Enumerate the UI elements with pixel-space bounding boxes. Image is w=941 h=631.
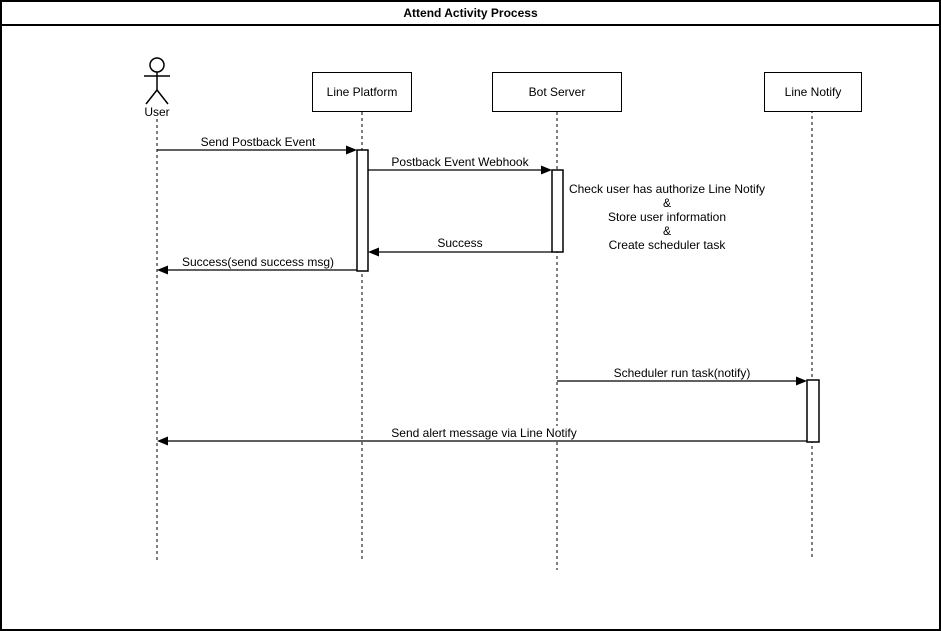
arrow-scheduler-run-task	[557, 376, 807, 386]
message-label-postback-event-webhook: Postback Event Webhook	[389, 155, 531, 169]
actor-user-icon	[144, 57, 170, 105]
note-bot-server-actions: Check user has authorize Line Notify & S…	[557, 182, 777, 252]
participant-box-line-notify: Line Notify	[764, 72, 862, 112]
message-label-success: Success	[435, 236, 485, 250]
diagram-title-bar: Attend Activity Process	[2, 2, 939, 26]
message-label-scheduler-run-task: Scheduler run task(notify)	[611, 366, 753, 380]
participant-label-line-platform: Line Platform	[326, 85, 398, 99]
message-label-send-alert-message: Send alert message via Line Notify	[389, 426, 579, 440]
note-line-1: Check user has authorize Line Notify	[568, 182, 766, 196]
arrow-send-postback-event	[157, 145, 357, 155]
arrow-success-send-success-msg	[157, 265, 357, 275]
activation-line-notify	[806, 379, 820, 443]
arrow-success	[368, 247, 552, 257]
note-line-3: Store user information	[607, 210, 727, 224]
message-label-send-postback-event: Send Postback Event	[198, 135, 318, 149]
note-line-2: &	[662, 196, 671, 210]
participant-label-line-notify: Line Notify	[784, 85, 842, 99]
participant-box-bot-server: Bot Server	[492, 72, 622, 112]
participant-label-bot-server: Bot Server	[528, 85, 586, 99]
activation-bot-server	[551, 169, 564, 253]
arrow-postback-event-webhook	[368, 165, 552, 175]
activation-line-platform	[356, 149, 369, 272]
note-line-4: &	[662, 224, 671, 238]
participant-label-user: User	[144, 105, 170, 119]
message-label-success-send-success-msg: Success(send success msg)	[179, 255, 337, 269]
note-line-5: Create scheduler task	[608, 238, 726, 252]
arrow-send-alert-message	[157, 436, 807, 446]
participant-box-line-platform: Line Platform	[312, 72, 412, 112]
diagram-title: Attend Activity Process	[403, 6, 538, 20]
